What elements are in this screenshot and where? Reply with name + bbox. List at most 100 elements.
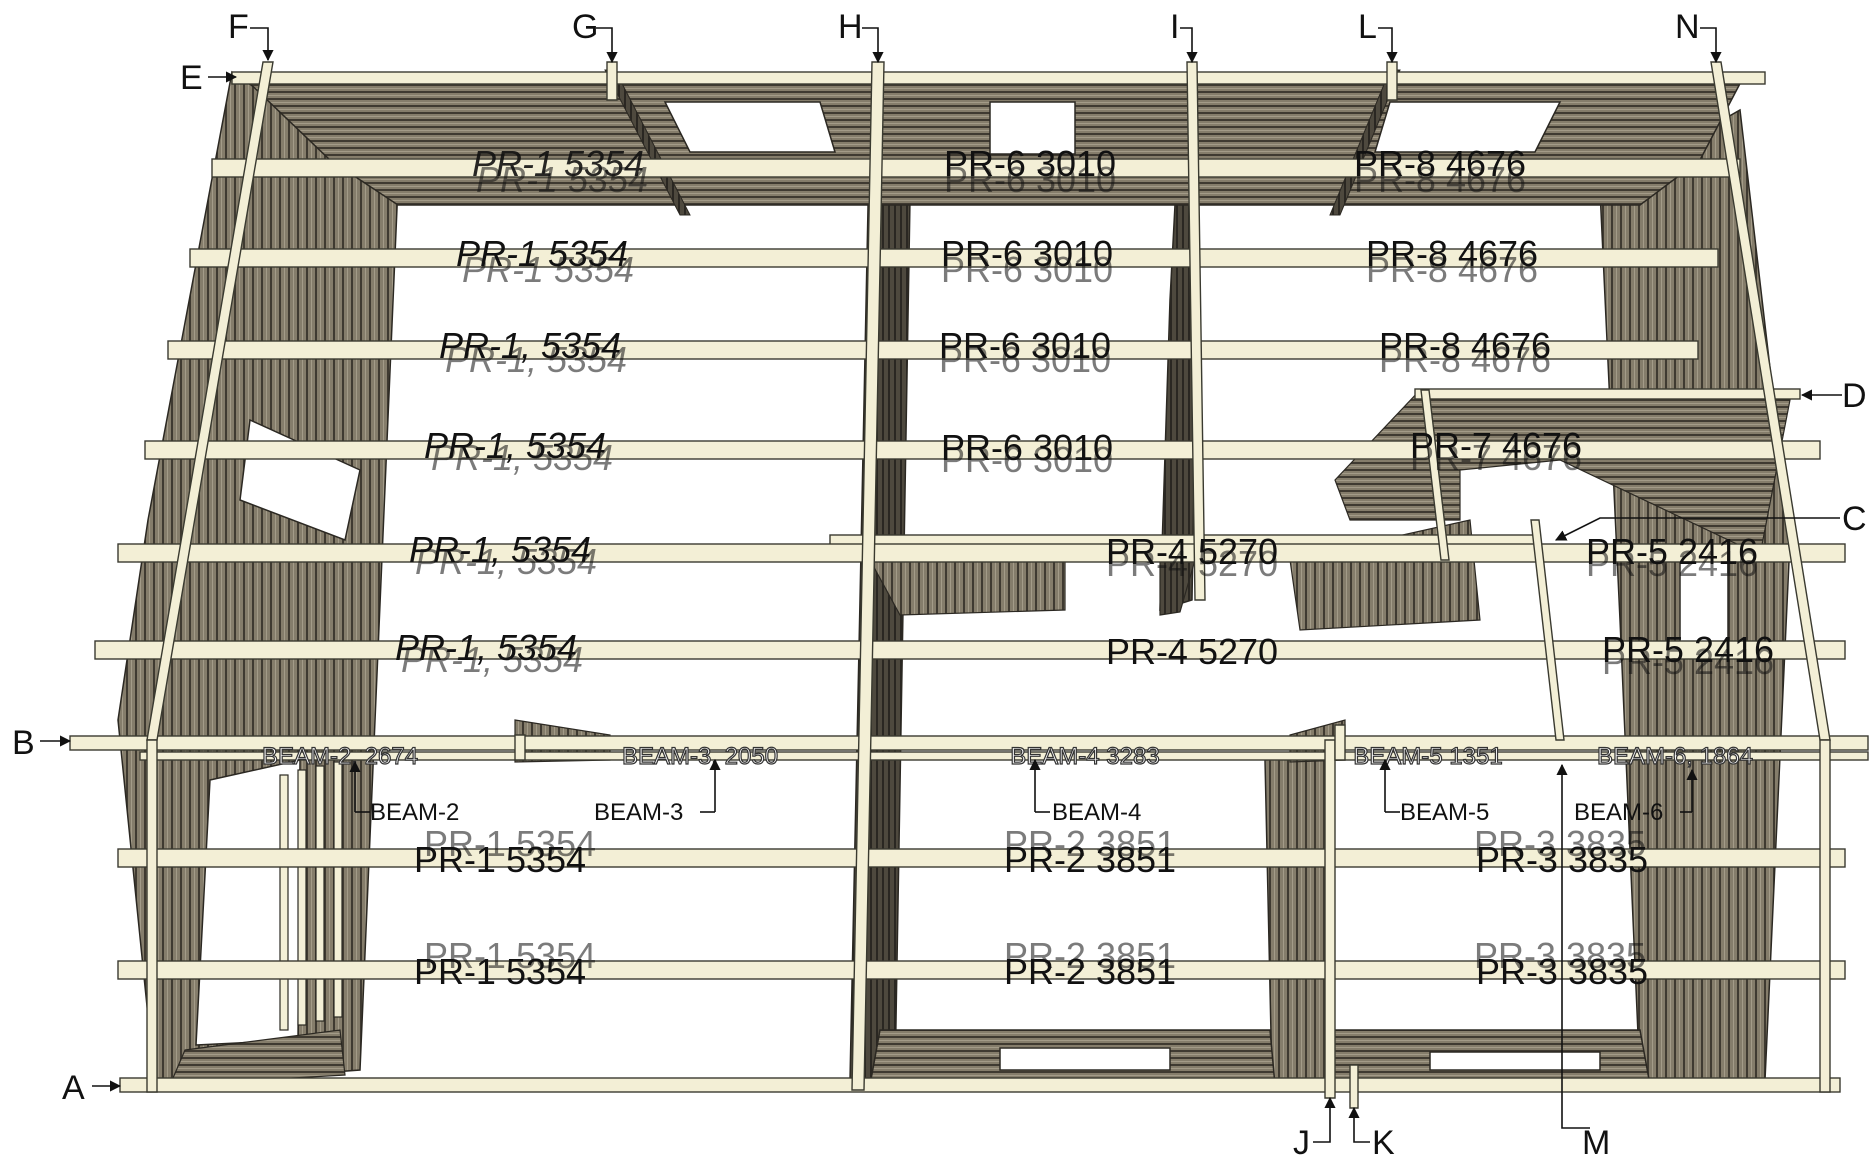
grid-label-l: L (1358, 8, 1377, 46)
grid-label-h: H (838, 8, 863, 46)
column-a-right (1819, 739, 1831, 1093)
beam-labels: BEAM-2, 2674 BEAM-3, 2050 BEAM-4 3283 BE… (261, 742, 1753, 770)
purlin-label-r5-left-shadow: PR-1, 5354 (415, 541, 597, 582)
column-j (1324, 739, 1336, 1099)
left-wall-studs (279, 761, 343, 1031)
purlin-label-r6-left-shadow: PR-1, 5354 (401, 639, 583, 680)
purlin-label-r1-left: PR-1 5354 (472, 143, 644, 184)
purlin-label-r6-mid: PR-4 5270 (1106, 631, 1278, 672)
beam-label-6: BEAM-6, 1864 (1597, 743, 1753, 770)
grid-label-j: J (1293, 1124, 1310, 1156)
column-a-left (146, 739, 158, 1093)
column-g (606, 61, 618, 101)
purlin-label-r1-mid-shadow: PR-6 3010 (944, 159, 1116, 200)
purlin-labels: PR-1 5354 PR-1 5354 PR-6 3010 PR-6 3010 … (395, 143, 1774, 992)
grid-label-m: M (1582, 1124, 1610, 1156)
purlin-label-l2-right-shadow: PR-3 3835 (1474, 935, 1646, 976)
purlin-label-r5-mid-shadow: PR-4 5270 (1106, 543, 1278, 584)
purlin-row-1 (211, 158, 1741, 178)
purlin-row-6 (94, 640, 1846, 660)
purlin-label-l2-mid: PR-2 3851 (1004, 951, 1176, 992)
purlin-label-l1-left-shadow: PR-1 5354 (424, 823, 596, 864)
beam-callout-2: BEAM-2 (370, 799, 459, 826)
purlin-label-r2-right-shadow: PR-8 4676 (1366, 249, 1538, 290)
purlin-row-2 (189, 248, 1719, 268)
purlin-label-r4-mid: PR-6 3010 (941, 427, 1113, 468)
beam-label-5: BEAM-5 1351 (1353, 743, 1502, 770)
top-deck-opening-3 (1373, 101, 1562, 153)
purlin-label-r4-left: PR-1, 5354 (424, 425, 606, 466)
purlin-row-4 (144, 440, 1821, 460)
purlin-label-r4-left-shadow: PR-1, 5354 (431, 437, 613, 478)
sill-beam-a (119, 1077, 1841, 1093)
beam-label-4: BEAM-4 3283 (1010, 743, 1159, 770)
column-beam-5 (1334, 724, 1346, 761)
purlin-label-r2-left-shadow: PR-1 5354 (462, 249, 634, 290)
grid-label-a: A (62, 1069, 85, 1107)
beam-callout-5: BEAM-5 (1400, 799, 1489, 826)
purlin-label-r2-left: PR-1 5354 (456, 233, 628, 274)
grid-label-i: I (1170, 8, 1179, 46)
purlin-label-r6-left: PR-1, 5354 (395, 627, 577, 668)
mid-bay-panel-left (868, 559, 1066, 616)
main-beam-b-lower (139, 751, 1869, 761)
purlin-label-r5-right-shadow: PR-5 2416 (1586, 543, 1758, 584)
purlin-label-r2-mid: PR-6 3010 (941, 233, 1113, 274)
beam-callout-4: BEAM-4 (1052, 799, 1141, 826)
beam-callout-3: BEAM-3 (594, 799, 683, 826)
purlin-lower-1 (117, 848, 1846, 868)
grid-labels: F G H I L N E B A D C J K M (12, 8, 1867, 1156)
floor-opening-center (999, 1047, 1171, 1071)
purlin-label-r3-right: PR-8 4676 (1379, 325, 1551, 366)
grid-arrows (40, 27, 1842, 1143)
purlin-label-r3-mid: PR-6 3010 (939, 325, 1111, 366)
purlin-label-l1-left: PR-1 5354 (414, 839, 586, 880)
grid-label-n: N (1675, 8, 1700, 46)
column-d (1420, 389, 1450, 561)
purlins (69, 71, 1869, 1093)
purlin-label-r4-mid-shadow: PR-6 3010 (941, 439, 1113, 480)
purlin-label-l2-left-shadow: PR-1 5354 (424, 935, 596, 976)
purlin-label-r2-right: PR-8 4676 (1366, 233, 1538, 274)
grid-label-g: G (572, 8, 598, 46)
columns (146, 61, 1831, 1109)
column-k (1349, 1064, 1359, 1109)
purlin-label-r5-mid: PR-4 5270 (1106, 531, 1278, 572)
purlin-label-l2-mid-shadow: PR-2 3851 (1004, 935, 1176, 976)
grid-label-c: C (1842, 500, 1867, 538)
purlin-label-r4-right-shadow: PR-7 4676 (1410, 437, 1582, 478)
ridge-beam-e (231, 71, 1766, 85)
purlin-label-r6-right: PR-5 2416 (1602, 629, 1774, 670)
top-deck-opening-2 (989, 101, 1076, 155)
beam-callout-6: BEAM-6 (1574, 799, 1663, 826)
purlin-label-r5-left: PR-1, 5354 (409, 529, 591, 570)
purlin-label-r2-mid-shadow: PR-6 3010 (941, 249, 1113, 290)
purlin-label-r1-right: PR-8 4676 (1354, 143, 1526, 184)
purlin-label-l1-mid: PR-2 3851 (1004, 839, 1176, 880)
purlin-label-r3-left-shadow: PR-1, 5354 (445, 339, 627, 380)
purlin-lower-2 (117, 960, 1846, 980)
floor-opening-right (1429, 1051, 1601, 1071)
purlin-label-r4-right: PR-7 4676 (1410, 425, 1582, 466)
grid-label-f: F (228, 8, 249, 46)
purlin-label-r3-left: PR-1, 5354 (439, 325, 621, 366)
top-deck-opening-1 (663, 101, 837, 153)
purlin-label-l2-left: PR-1 5354 (414, 951, 586, 992)
purlin-label-r3-right-shadow: PR-8 4676 (1379, 339, 1551, 380)
purlin-label-r1-right-shadow: PR-8 4676 (1354, 159, 1526, 200)
grid-label-d: D (1842, 377, 1867, 415)
purlin-label-l1-mid-shadow: PR-2 3851 (1004, 823, 1176, 864)
grid-label-b: B (12, 724, 35, 762)
beam-callouts (349, 758, 1698, 813)
floor-panel-left (169, 1029, 346, 1086)
column-l (1386, 61, 1398, 101)
purlin-row-3 (167, 340, 1699, 360)
purlin-label-r6-right-shadow: PR-5 2416 (1602, 641, 1774, 682)
right-wall-window (1679, 559, 1729, 651)
grid-label-e: E (180, 59, 203, 97)
purlin-row-5 (117, 543, 1846, 563)
purlin-label-r1-mid: PR-6 3010 (944, 143, 1116, 184)
grid-label-k: K (1372, 1124, 1395, 1156)
column-c (1530, 519, 1565, 741)
